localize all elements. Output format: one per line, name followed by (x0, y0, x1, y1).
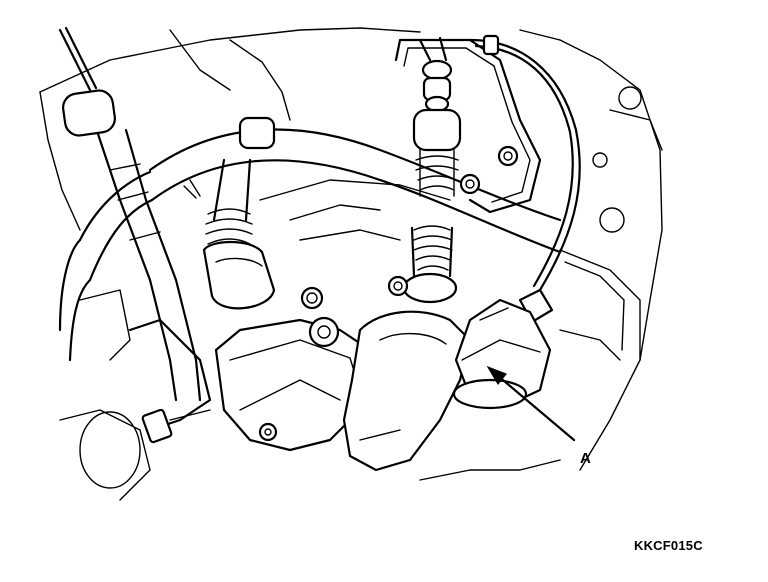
sensor-connector (452, 298, 552, 410)
callout-a-leader-line (495, 373, 576, 442)
engine-block-outline (39, 27, 663, 501)
upper-bracket (394, 38, 542, 214)
vacuum-hose (58, 116, 562, 362)
center-boot (387, 225, 458, 304)
figure-code: KKCF015C (634, 538, 703, 553)
left-hose-boot (183, 158, 276, 310)
shift-cable (58, 26, 202, 402)
upper-cable-boot (412, 36, 462, 197)
callout-a: A (486, 365, 591, 467)
actuator-housing (342, 310, 472, 472)
callout-a-arrowhead (486, 365, 507, 386)
cable-clip (128, 318, 212, 444)
callout-a-label: A (580, 450, 591, 467)
sensor-wire (468, 34, 581, 324)
